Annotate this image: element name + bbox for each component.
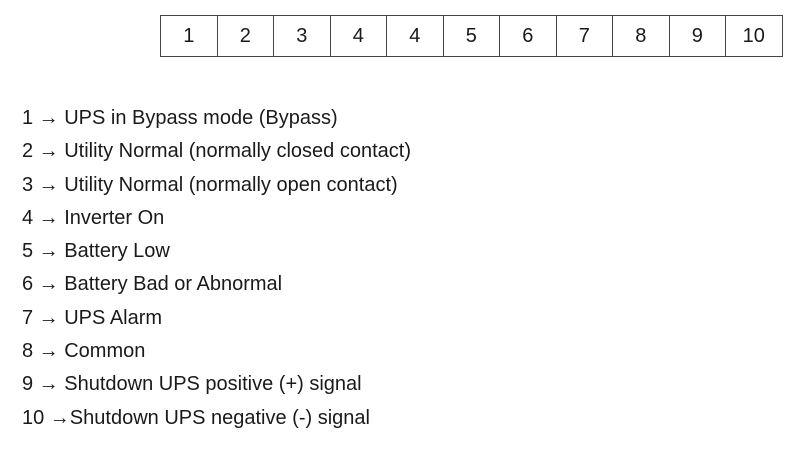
pin-cell: 6 bbox=[499, 15, 557, 57]
pin-table: 1 2 3 4 4 5 6 7 8 9 10 bbox=[160, 15, 783, 57]
legend-item: 3 → Utility Normal (normally open contac… bbox=[22, 173, 398, 196]
legend-item: 1 → UPS in Bypass mode (Bypass) bbox=[22, 107, 338, 129]
legend-item: 5 → Battery Low bbox=[22, 240, 170, 263]
legend-item: 7 → UPS Alarm bbox=[22, 306, 163, 329]
legend-item: 4 → Inverter On bbox=[22, 206, 165, 229]
pin-legend: 1 → UPS in Bypass mode (Bypass) 2 → Util… bbox=[22, 104, 411, 437]
pin-cell: 1 bbox=[160, 15, 218, 57]
pin-cell: 8 bbox=[612, 15, 670, 57]
pin-row: 1 2 3 4 4 5 6 7 8 9 10 bbox=[160, 15, 783, 57]
pin-cell: 5 bbox=[442, 15, 500, 57]
pin-cell: 10 bbox=[725, 15, 783, 57]
legend-item: 9 → Shutdown UPS positive (+) signal bbox=[22, 373, 362, 396]
pin-cell: 7 bbox=[555, 15, 613, 57]
pin-cell: 4 bbox=[329, 15, 387, 57]
legend-item: 2 → Utility Normal (normally closed cont… bbox=[22, 140, 411, 163]
pin-cell: 2 bbox=[216, 15, 274, 57]
legend-item: 6 → Battery Bad or Abnormal bbox=[22, 273, 283, 296]
legend-item: 10 →Shutdown UPS negative (-) signal bbox=[22, 406, 370, 429]
pin-cell: 4 bbox=[386, 15, 444, 57]
legend-item: 8 → Common bbox=[22, 340, 146, 363]
pin-cell: 9 bbox=[668, 15, 726, 57]
pin-cell: 3 bbox=[273, 15, 331, 57]
